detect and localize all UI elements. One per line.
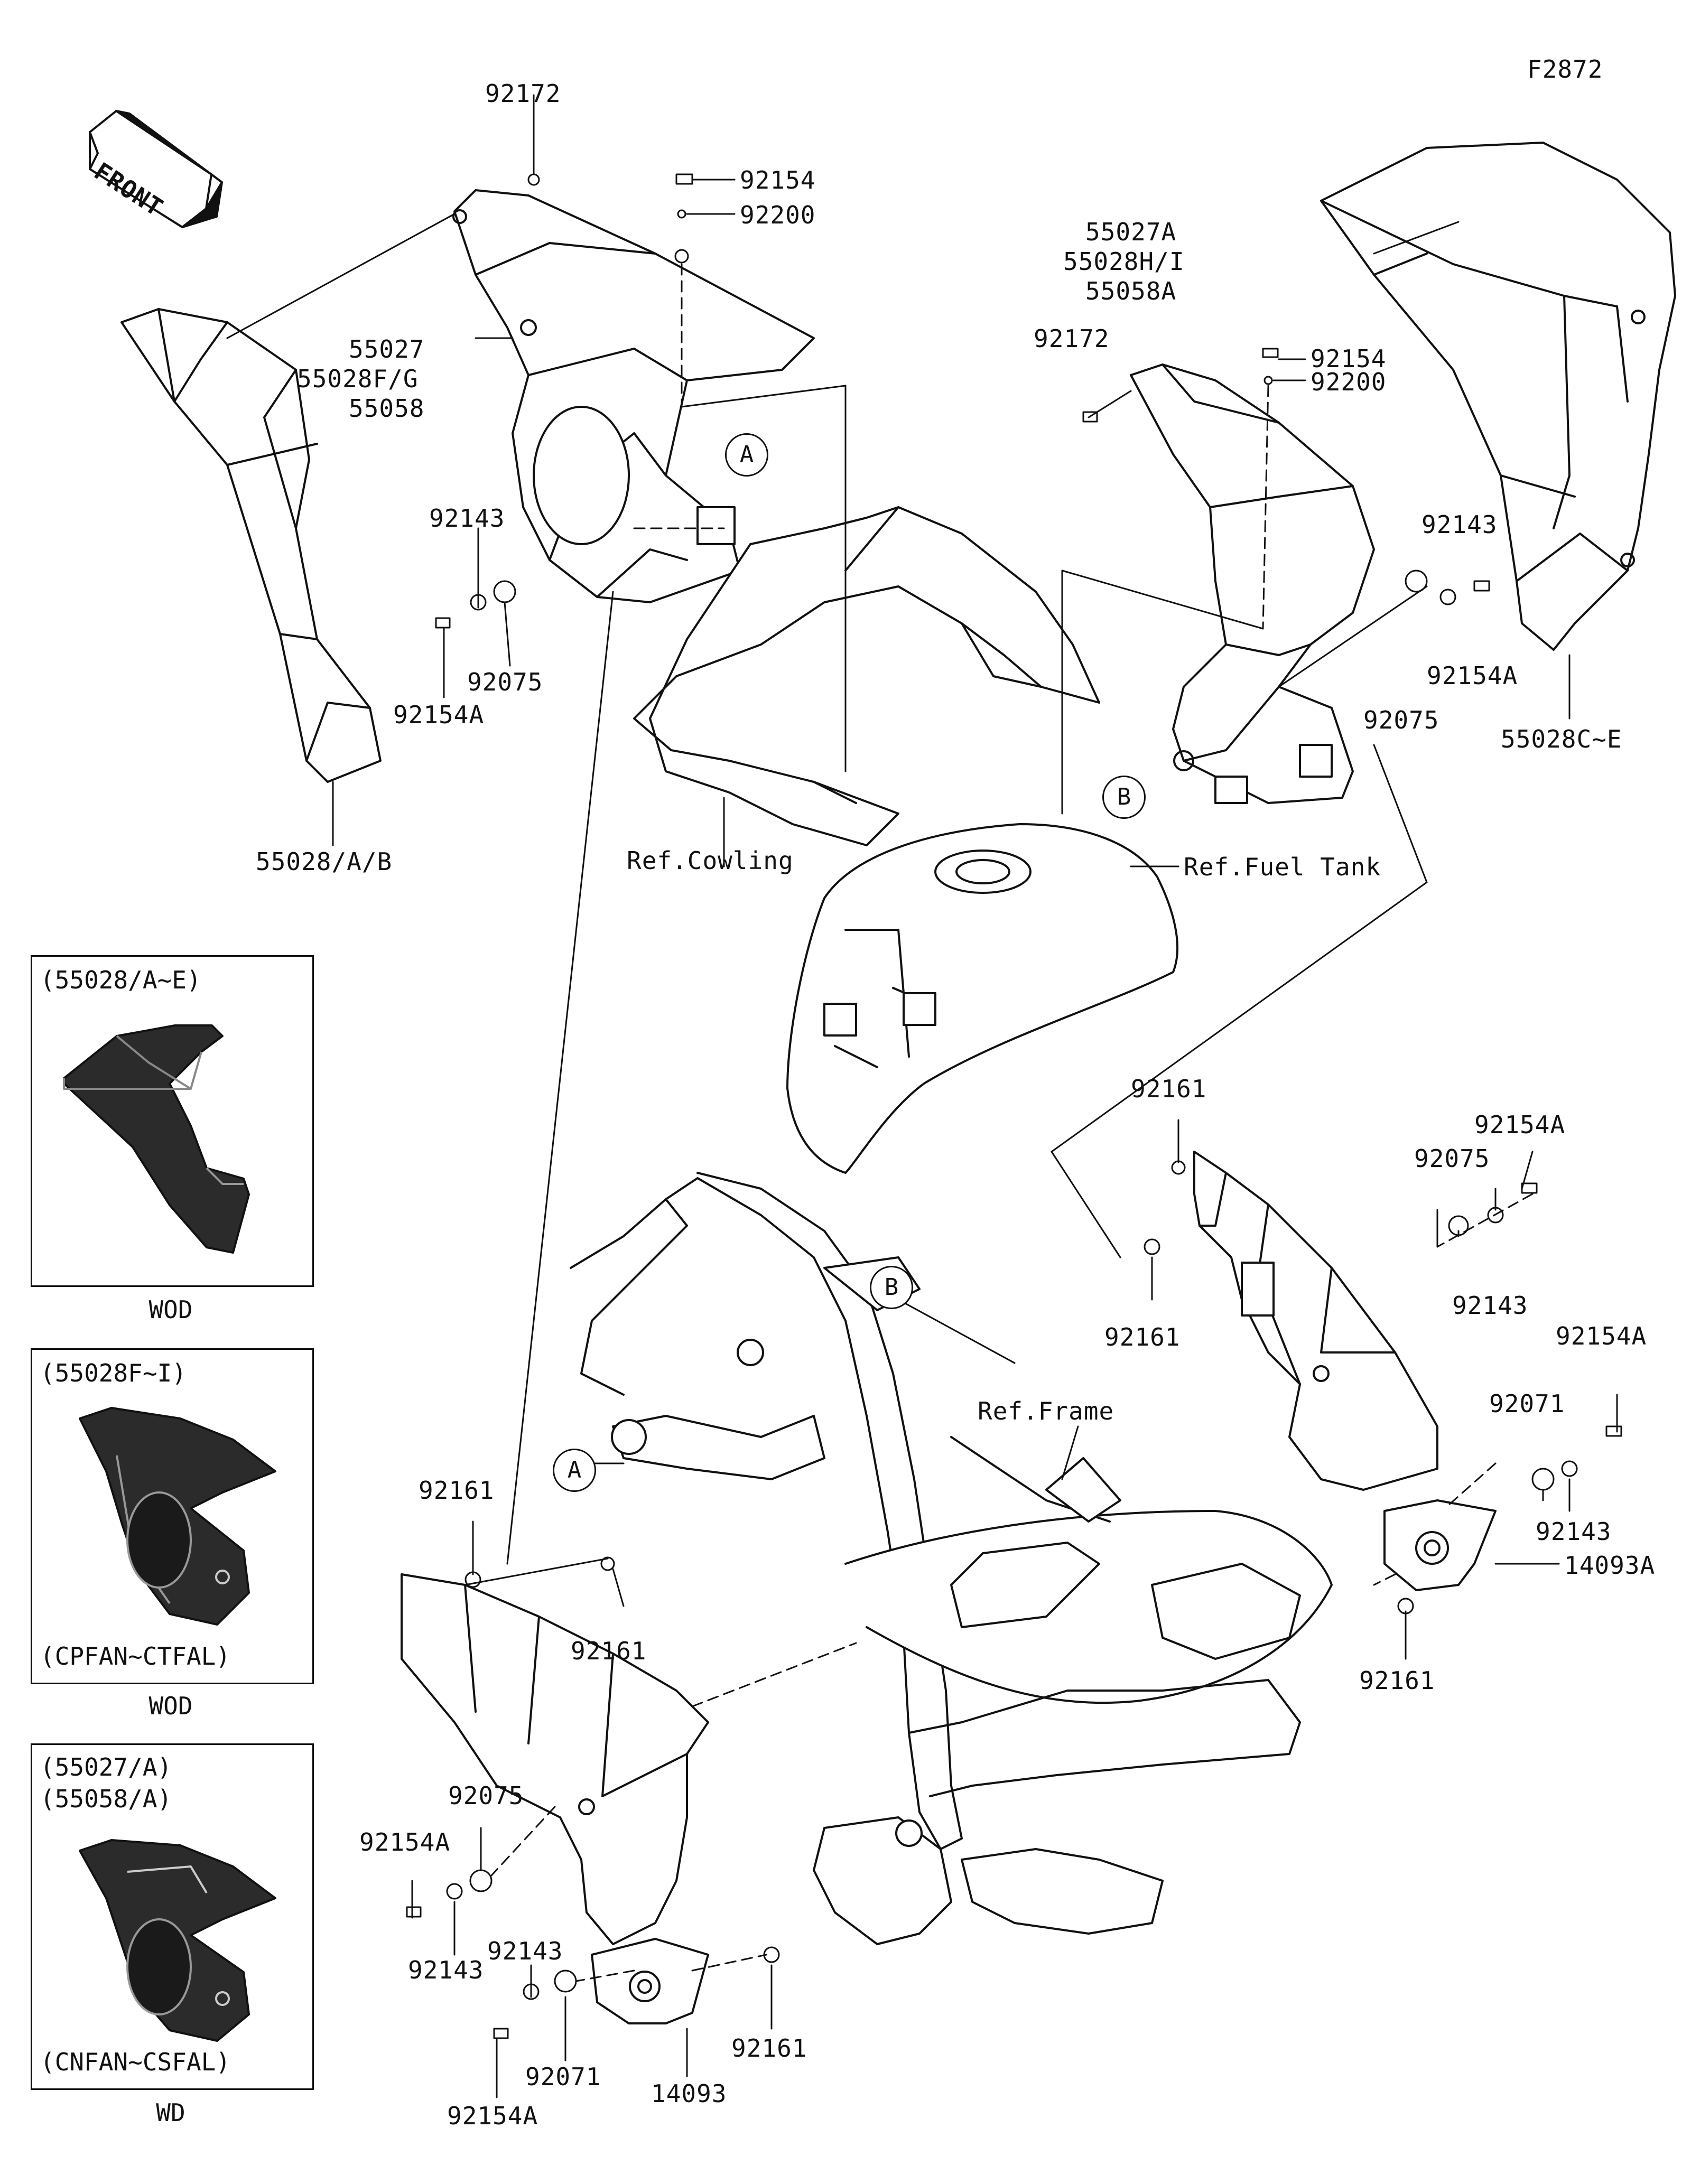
callout-lower-left-bracket: 14093 [651,2079,727,2108]
callout-mid-grommet: 92075 [1414,1144,1490,1173]
variant-3-footer: WD [156,2098,185,2127]
callout-lower-left-bolt2: 92154A [447,2102,538,2130]
callout-lower-left-grommet2: 92071 [525,2062,601,2091]
callout-lower-left-bolt: 92154A [359,1828,451,1856]
variant-shroud-icon [79,1407,276,1626]
variant-3-header2: (55058/A) [40,1785,172,1813]
right-outer-cover-drawing [1320,142,1676,651]
callout-left-nut: 92143 [429,504,505,533]
figure-code: F2872 [1527,55,1603,83]
callout-left-shroud-1: 55027 [349,335,425,363]
callout-top-washer: 92200 [740,201,816,229]
variant-2-sub: (CPFAN~CTFAL) [40,1642,231,1670]
callout-mid-bolt: 92154A [1474,1110,1566,1139]
ref-fuel-tank-label: Ref.Fuel Tank [1184,853,1381,881]
callout-lower-left-grommet: 92075 [448,1781,524,1810]
callout-left-shroud-3: 55058 [349,394,425,423]
callout-right-cover: 55028C~E [1501,725,1622,753]
right-upper-panel-drawing [1193,1151,1438,1491]
left-inner-cover-drawing [120,308,382,783]
variant-2-header: (55028F~I) [40,1359,187,1387]
cowling-reference-drawing [633,506,1100,846]
connector-a-top: A [725,433,768,477]
callout-left-inner-cover: 55028/A/B [256,847,393,876]
right-shroud-drawing [1130,363,1375,804]
callout-lower-right-bracket: 14093A [1564,1551,1656,1580]
ref-cowling-label: Ref.Cowling [627,846,794,875]
callout-left-bolt: 92154A [393,701,485,729]
variant-1-header: (55028/A~E) [40,966,201,994]
variant-box-wod-1 [31,955,314,1287]
right-lower-bracket-drawing [1383,1499,1497,1591]
callout-right-grommet: 92075 [1363,706,1439,734]
connector-b-frame: B [870,1266,913,1309]
callout-lower-right-nut: 92143 [1536,1517,1612,1546]
ref-frame-label: Ref.Frame [978,1397,1114,1425]
callout-right-shroud-3: 55058A [1085,277,1177,305]
leader-lines [226,94,1618,2098]
callout-lower-left-washer-b: 92161 [571,1637,647,1665]
callout-lower-left-washer-a: 92161 [419,1476,495,1505]
callout-lower-left-nut: 92143 [408,1956,484,1984]
variant-2-footer: WOD [148,1692,193,1720]
callout-lower-left-nut2: 92143 [487,1937,563,1965]
variant-1-footer: WOD [148,1295,193,1324]
left-shroud-drawing [452,189,815,603]
callout-right-bolt2: 92154A [1427,661,1518,690]
callout-right-bolt: 92172 [1034,324,1110,353]
variant-cover-icon [63,1024,250,1254]
callout-right-screw: 92154 [1311,344,1387,373]
connector-a-frame: A [553,1449,596,1492]
left-lower-bracket-drawing [591,1938,709,2024]
variant-shroud-graphic-icon [79,1839,276,2042]
callout-left-grommet: 92075 [467,668,543,696]
variant-3-header: (55027/A) [40,1753,172,1781]
callout-right-washer: 92200 [1311,368,1387,396]
callout-lower-right-bolt: 92154A [1556,1322,1647,1350]
callout-mid-washer-bottom: 92161 [1104,1323,1181,1351]
variant-3-sub: (CNFAN~CSFAL) [40,2048,231,2076]
left-lower-panel-drawing [401,1573,709,1945]
variant-box-wod-2 [31,1348,314,1684]
callout-lower-right-washer: 92161 [1359,1666,1435,1695]
callout-mid-nut: 92143 [1452,1291,1528,1320]
front-arrow-icon [89,110,223,228]
fuel-tank-reference-drawing [786,823,1179,1174]
callout-right-shroud-1: 55027A [1085,218,1177,246]
callout-right-nut: 92143 [1421,510,1498,539]
callout-lower-right-grommet: 92071 [1489,1389,1565,1418]
variant-box-wd [31,1743,314,2090]
callout-mid-washer-top: 92161 [1131,1075,1207,1103]
connector-b-top: B [1102,776,1146,819]
callout-right-shroud-2: 55028H/I [1063,247,1185,276]
callout-lower-left-washer-c: 92161 [731,2034,807,2062]
callout-left-shroud-2: 55028F/G [297,365,419,393]
frame-reference-drawing [570,1172,1333,1945]
callout-top-screw: 92154 [740,166,816,194]
callout-top-bolt: 92172 [485,79,561,108]
